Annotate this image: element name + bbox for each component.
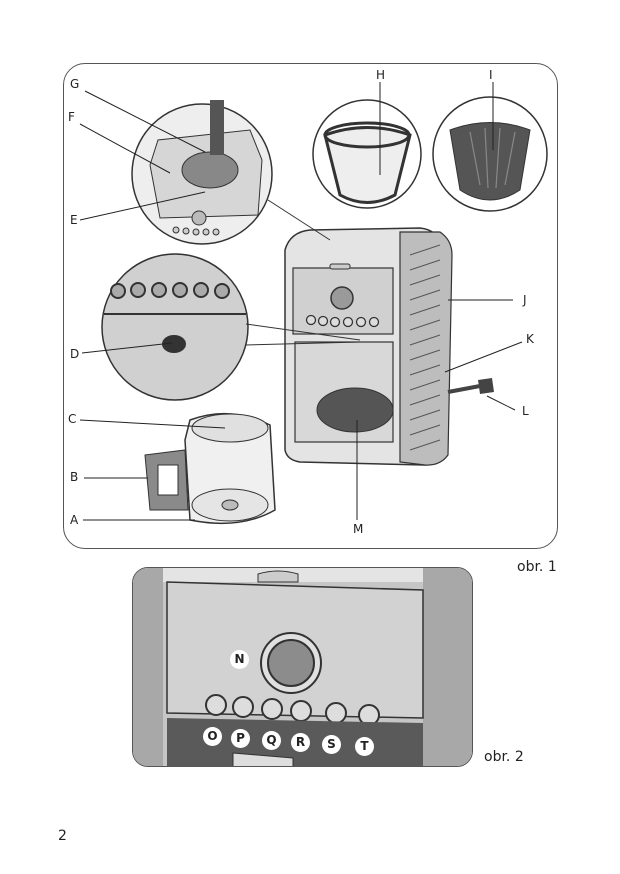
label-E: E (70, 213, 78, 227)
detail-water-tank (131, 100, 273, 245)
label-L: L (522, 404, 529, 418)
label-F: F (68, 110, 75, 124)
label-P: P (231, 729, 250, 748)
detail-filter-holder (432, 96, 548, 212)
label-I: I (489, 68, 493, 82)
coffee-machine (284, 227, 453, 466)
detail-drip-stop (101, 253, 249, 401)
label-J: J (523, 293, 527, 307)
figure-1-caption: obr. 1 (517, 559, 557, 575)
label-S: S (322, 735, 341, 754)
label-N: N (230, 650, 249, 669)
figure-2-control-panel (133, 568, 472, 766)
label-T: T (355, 737, 374, 756)
figure-2-caption: obr. 2 (484, 749, 524, 765)
power-cord (447, 384, 481, 394)
label-R: R (291, 733, 310, 752)
label-H: H (376, 68, 386, 82)
label-O: O (203, 727, 222, 746)
label-K: K (526, 332, 534, 346)
label-B: B (70, 470, 79, 484)
carafe (144, 412, 276, 525)
label-A: A (70, 513, 79, 527)
power-plug (478, 378, 494, 394)
label-G: G (70, 77, 80, 91)
leader-lines (79, 82, 523, 521)
detail-permanent-filter (312, 99, 422, 209)
label-M: M (353, 522, 364, 536)
figure-2-panel (132, 567, 473, 767)
label-C: C (68, 412, 77, 426)
label-Q: Q (262, 731, 281, 750)
page-number: 2 (58, 828, 67, 844)
label-D: D (70, 347, 80, 361)
